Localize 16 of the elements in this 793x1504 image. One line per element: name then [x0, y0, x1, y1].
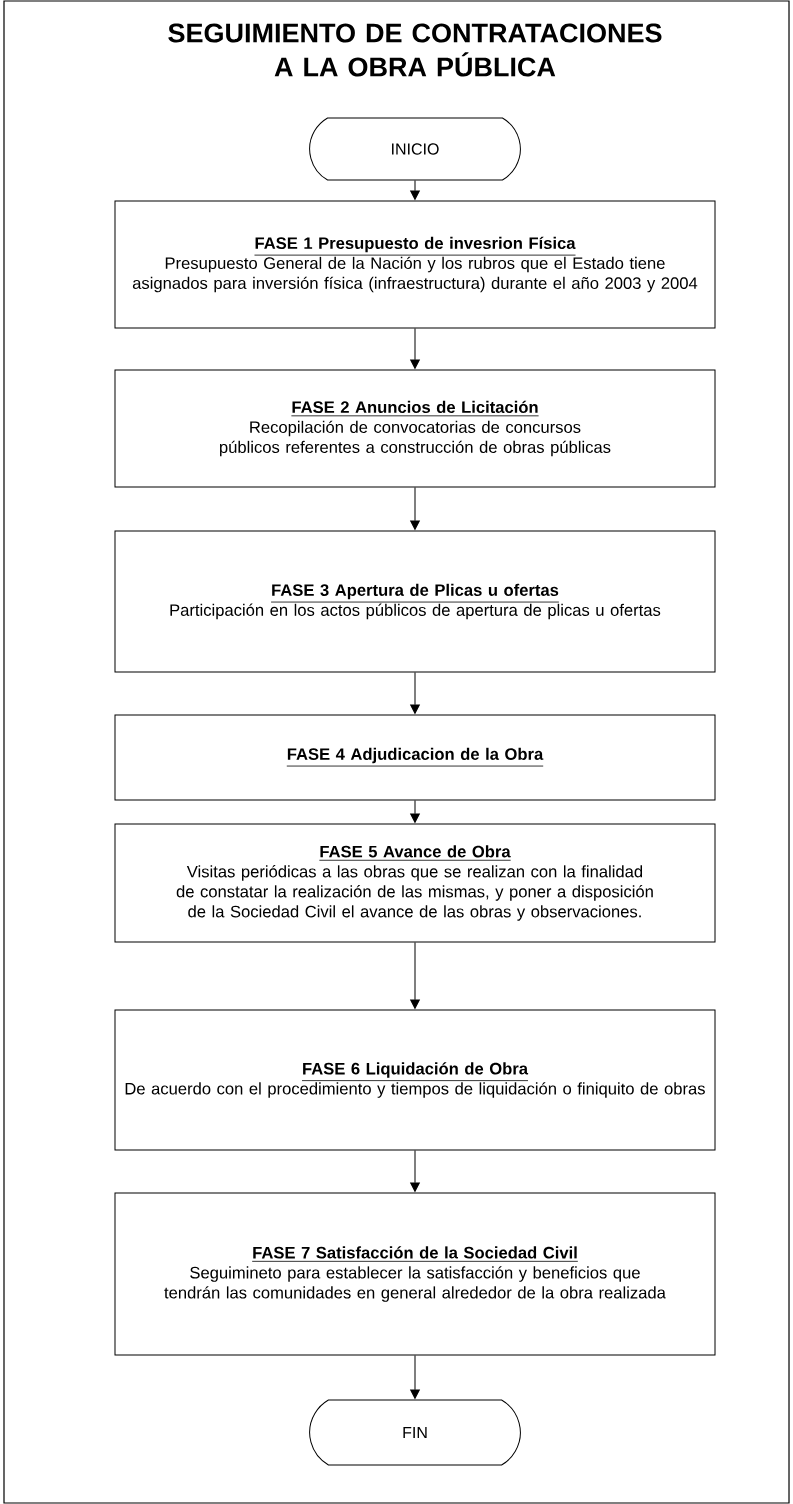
process-box: FASE 1 Presupuesto de invesrion Física Presupuesto General de la Nación y los rubros que el Estado tiene asignados para inversión física (infraestructura) durante el año 2003 y 2004: [114, 200, 716, 329]
arrow: [410, 180, 420, 200]
arrow: [410, 672, 420, 714]
arrow: [410, 800, 420, 823]
arrow: [410, 487, 420, 530]
process-box: FASE 2 Anuncios de Licitación Recopilación de convocatorias de concursos públicos referentes a construcción de obras públicas: [114, 369, 716, 488]
process-box: FASE 7 Satisfacción de la Sociedad Civil Seguimineto para establecer la satisfacción y beneficios que tendrán las comunidades en general alrededor de la obra realizada: [114, 1192, 716, 1356]
title: SEGUIMIENTO DE CONTRATACIONES A LA OBRA PÚBLICA: [168, 23, 662, 77]
process-box: FASE 6 Liquidación de Obra De acuerdo con el procedimiento y tiempos de liquidación o finiquito de obras: [114, 1009, 716, 1151]
arrow: [410, 328, 420, 369]
process-box: FASE 5 Avance de Obra Visitas periódicas a las obras que se realizan con la finalidad de constatar la realización de las mismas, y poner a disposición de la Sociedad Civil el avance de las obras y observaciones.: [114, 823, 716, 943]
arrow: [410, 1355, 420, 1399]
arrow: [410, 942, 420, 1009]
process-box: FASE 4 Adjudicacion de la Obra: [114, 714, 716, 801]
process-box: FASE 3 Apertura de Plicas u ofertas Participación en los actos públicos de apertura de plicas u ofertas: [114, 530, 716, 673]
arrow: [410, 1150, 420, 1192]
